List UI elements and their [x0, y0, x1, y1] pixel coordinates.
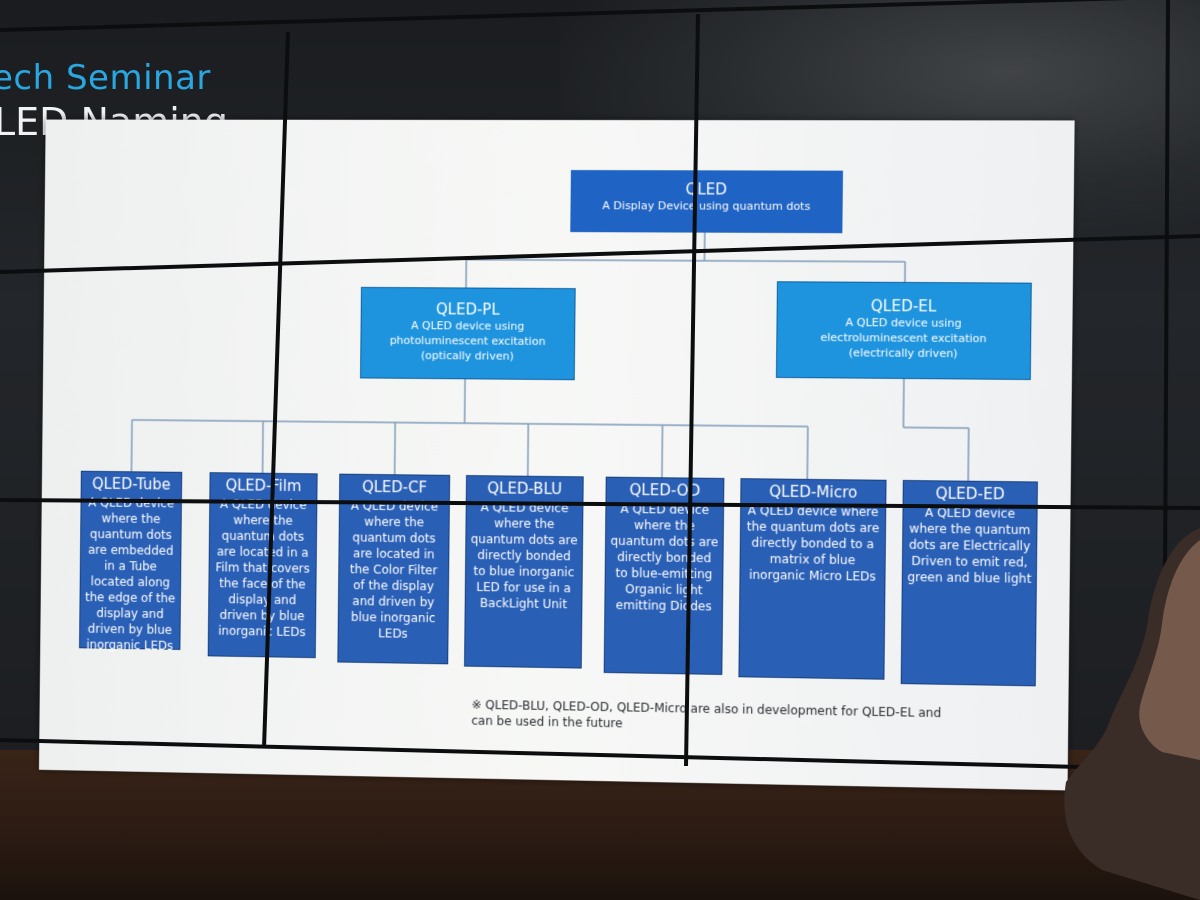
bezel-col-2: [684, 13, 700, 767]
bezel-bottom: [0, 738, 1200, 772]
drop-blu: [527, 424, 530, 477]
seminar-title: ech Seminar: [0, 58, 211, 98]
bezel-top: [0, 0, 1130, 32]
slide-panel: QLED A Display Device using quantum dots…: [38, 119, 1075, 791]
bezel-col-1: [262, 31, 290, 749]
bezel-row-2: [0, 498, 1200, 510]
bezel-row-1: [0, 234, 1200, 274]
connector-lines: [39, 120, 1075, 791]
audience-member-silhouette: [1064, 528, 1200, 900]
